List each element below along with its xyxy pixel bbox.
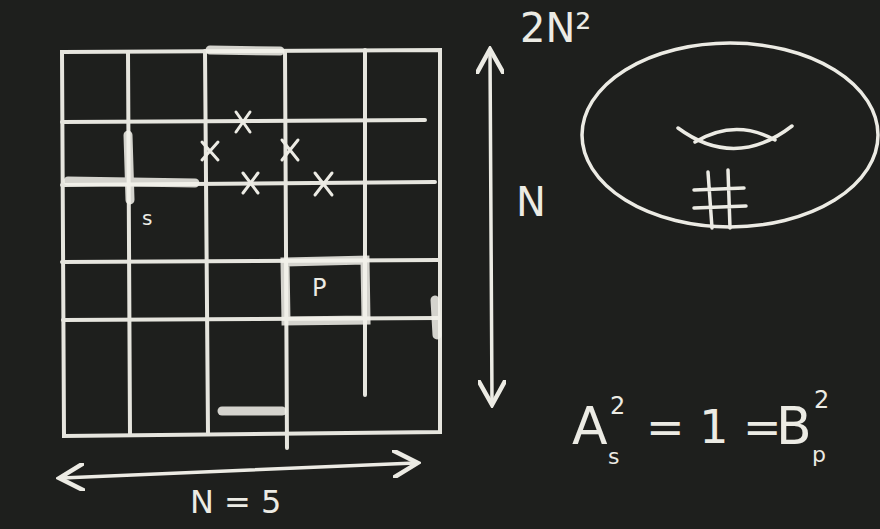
cross-mark [202, 142, 218, 160]
height-arrow [490, 52, 492, 402]
plaquette-label: P [312, 276, 326, 300]
torus-hole [678, 126, 792, 149]
boundary-edge [435, 300, 437, 335]
superscript: 2 [610, 394, 625, 418]
torus-hole [695, 129, 775, 142]
boundary-edge [210, 50, 280, 51]
star-edge [128, 135, 130, 200]
cross-mark [282, 140, 298, 160]
lattice-border [62, 50, 440, 436]
subscript: s [608, 446, 619, 468]
operator-symbol: A [572, 400, 608, 452]
dimension-label: N = 5 [190, 486, 281, 518]
vertex-label: s [142, 208, 152, 228]
grid-line [63, 318, 440, 320]
torus [582, 43, 878, 228]
qubit-crosses [202, 112, 332, 195]
dimension-arrows [62, 52, 492, 478]
torus-outline [582, 43, 878, 227]
superscript: 2 [814, 388, 829, 412]
operator-symbol: B [776, 400, 812, 452]
grid-line [128, 52, 130, 434]
grid-line [285, 51, 287, 448]
dimension-label: 2N² [520, 8, 591, 48]
grid-line [62, 260, 438, 262]
torus-lattice-patch [694, 170, 746, 228]
grid [62, 50, 440, 448]
cross-mark [243, 173, 258, 193]
grid-line [363, 50, 367, 395]
dimension-label: N [516, 182, 546, 222]
cross-mark [315, 173, 332, 195]
subscript: p [812, 444, 826, 466]
width-arrow [62, 463, 415, 478]
equation-text: = 1 = [646, 404, 782, 450]
highlighted-edges [68, 50, 437, 411]
boundary-edge [222, 407, 282, 416]
grid-line [205, 51, 208, 434]
cross-mark [236, 112, 250, 132]
star-edge [68, 181, 195, 183]
plaquette-edge [285, 260, 366, 321]
